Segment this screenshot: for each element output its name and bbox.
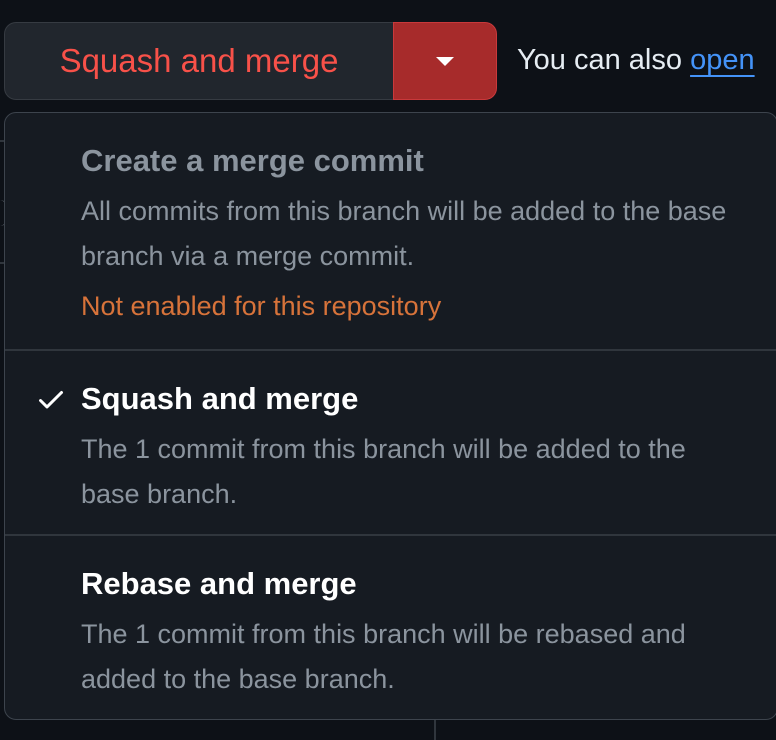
alternative-action-text: You can also open (517, 44, 755, 77)
check-icon (39, 391, 63, 409)
menu-item-rebase-and-merge[interactable]: Rebase and merge The 1 commit from this … (5, 536, 776, 719)
background-divider (0, 262, 6, 264)
menu-item-title: Create a merge commit (81, 143, 424, 178)
menu-item-create-merge-commit[interactable]: Create a merge commit All commits from t… (5, 113, 776, 351)
triangle-down-icon (436, 56, 454, 66)
alternative-action-prefix: You can also (517, 44, 691, 76)
menu-item-title: Squash and merge (81, 381, 359, 416)
merge-method-dropdown-button[interactable] (393, 22, 497, 100)
not-enabled-warning: Not enabled for this repository (81, 291, 442, 321)
menu-item-description: The 1 commit from this branch will be re… (81, 619, 686, 694)
open-link[interactable]: open (690, 44, 755, 76)
menu-item-squash-and-merge[interactable]: Squash and merge The 1 commit from this … (5, 351, 776, 536)
menu-item-description: The 1 commit from this branch will be ad… (81, 434, 686, 509)
background-divider (434, 718, 436, 740)
merge-method-menu: Create a merge commit All commits from t… (4, 112, 776, 720)
squash-and-merge-button[interactable]: Squash and merge (4, 22, 393, 100)
background-divider (0, 140, 6, 142)
merge-button-label: Squash and merge (59, 42, 339, 79)
menu-item-title: Rebase and merge (81, 566, 357, 601)
merge-button-group: Squash and merge (4, 22, 497, 100)
menu-item-description: All commits from this branch will be add… (81, 196, 727, 271)
